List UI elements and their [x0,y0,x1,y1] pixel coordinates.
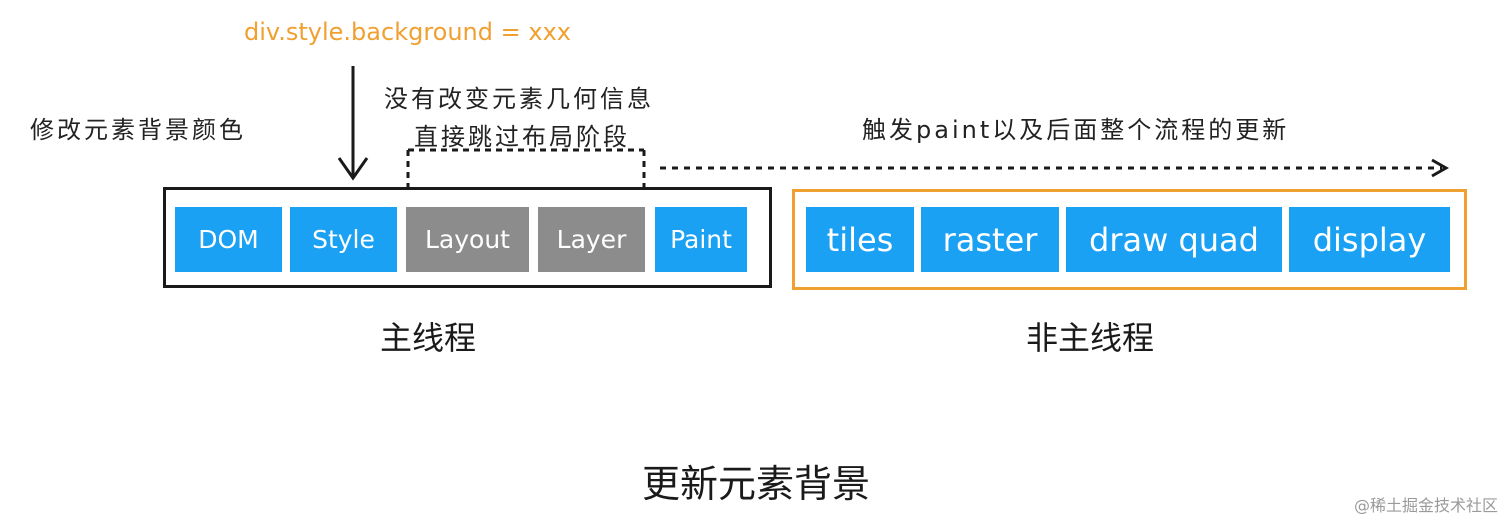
stage-style: Style [290,207,397,272]
note-skip-line1: 没有改变元素几何信息 [384,85,654,113]
stage-draw-quad: draw quad [1066,207,1282,272]
main-thread-box [163,187,772,288]
down-arrow-icon [337,66,369,181]
dashed-right-arrow-icon [660,158,1450,178]
stage-layout: Layout [406,207,529,272]
stage-raster: raster [921,207,1059,272]
skip-bracket [406,148,646,188]
compositor-thread-box [792,189,1467,290]
figure-caption: 更新元素背景 [641,462,870,506]
stage-display: display [1289,207,1450,272]
note-change-background: 修改元素背景颜色 [30,116,246,144]
code-line: div.style.background = xxx [244,18,571,46]
stage-layer: Layer [538,207,645,272]
compositor-thread-label: 非主线程 [1026,319,1155,357]
stage-dom: DOM [175,207,282,272]
stage-tiles: tiles [806,207,914,272]
note-trigger-paint: 触发paint以及后面整个流程的更新 [862,116,1290,144]
main-thread-label: 主线程 [380,319,477,357]
watermark: @稀土掘金技术社区 [1353,496,1498,515]
note-skip-line2: 直接跳过布局阶段 [414,123,630,151]
stage-paint: Paint [655,207,747,272]
